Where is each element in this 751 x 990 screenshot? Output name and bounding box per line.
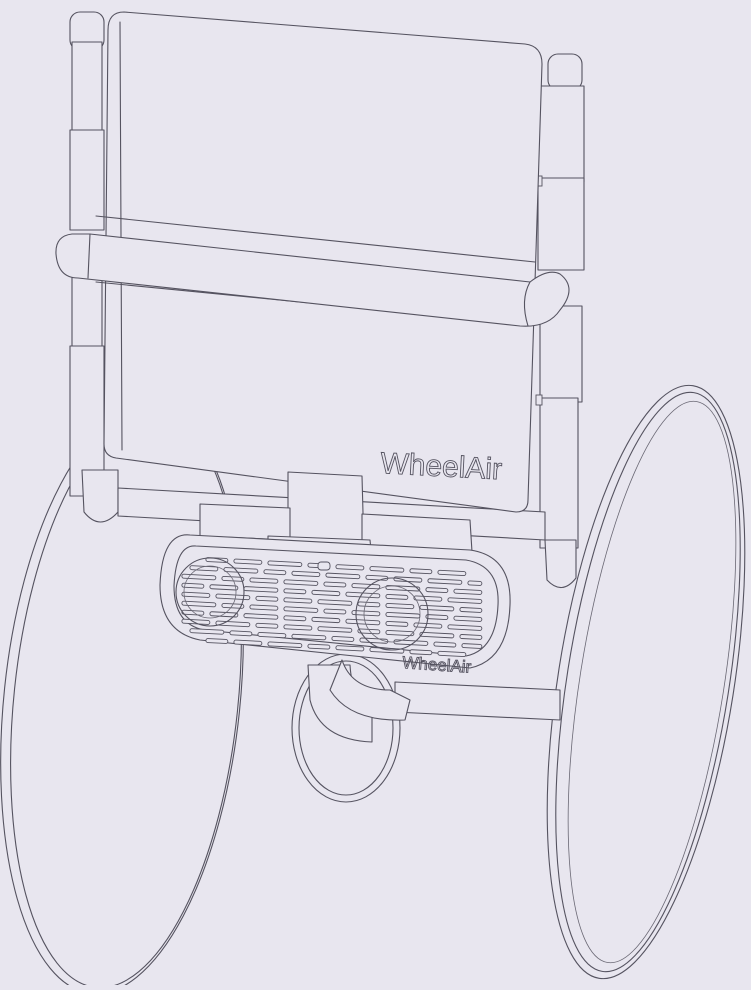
grille-slot [335,645,365,652]
grille-slot [311,616,341,624]
grille-slot [467,580,483,586]
power-indicator-icon [317,561,331,571]
left-wheel [0,405,244,990]
grille-slot [205,557,229,563]
grille-slot [409,568,433,575]
grille-slot [447,597,483,604]
grille-slot [357,601,381,608]
lower-crossbar [307,659,561,743]
grille-slot [255,622,279,629]
grille-slot [385,620,409,627]
grille-slot [255,595,279,602]
grille-slot [331,636,355,642]
grille-slot [325,572,361,580]
grille-slot [317,626,353,633]
grille-slot [181,600,217,608]
grille-slot [263,569,287,576]
grille-slot [437,650,467,657]
grille-slot [351,610,381,617]
right-frame-post [535,53,585,589]
fan-unit: WheelAir [159,534,511,677]
grille-slot [413,595,443,602]
grille-slot [409,649,433,656]
grille-slot [447,624,483,631]
grille-slot [419,604,455,612]
grille-slot [323,608,347,615]
grille-slot [189,628,225,635]
grille-slot [233,639,263,646]
backrest-brand-text: WheelAir [380,447,503,486]
grille-slot [209,584,239,591]
grille-slot [453,588,483,595]
grille-slot [291,570,321,577]
grille-slot [267,560,303,567]
grille-slot [257,631,287,639]
grille-slot [365,574,389,581]
grille-slot [323,581,347,588]
grille-slot [283,588,307,595]
grille-slot [427,578,463,585]
grille-slot [311,589,341,597]
grille-slot [181,573,217,581]
grille-slot [459,607,483,613]
grille-slot [267,641,303,648]
grille-slot [425,587,449,594]
grille-slot [437,569,467,576]
grille-slot [181,582,205,589]
grille-slot [461,643,483,649]
grille-slot [459,634,483,640]
grille-slot [181,618,211,625]
left-frame-post [69,11,119,523]
grille-slot [307,643,331,650]
grille-slot [181,591,211,598]
grille-slot [283,615,307,622]
grille-slot [413,622,443,629]
grille-slot [229,630,253,637]
grille-slot [233,558,263,565]
grille-slot [317,599,353,606]
grille-slot [385,602,415,610]
right-wheel [546,384,746,980]
grille-slot [243,613,279,620]
grille-slot [291,633,327,641]
left-fan-icon [175,557,245,627]
grille-slot [369,566,405,573]
grille-slot [369,647,405,654]
grille-slot [249,577,279,584]
grille-slot [215,593,251,601]
grille-slot [335,564,365,571]
grille-slot [385,629,415,637]
grille-slot [345,618,381,626]
grille-slot [223,567,259,574]
grille-slot [385,593,409,600]
grille-slot [283,606,319,613]
grille-slot [453,615,483,622]
grille-slot [425,614,449,621]
grille-slot [205,638,229,644]
grille-slot [283,579,319,586]
grille-slot [181,609,205,616]
grille-slot [283,624,313,631]
push-handle-bar [55,233,570,327]
fan-unit-brand-text: WheelAir [402,653,472,677]
grille-slot [249,604,279,611]
grille-slot [283,597,313,604]
grille-slot [419,631,455,639]
grille-slot [433,641,457,648]
right-fan-icon [355,577,429,651]
grille-slot [351,583,381,590]
